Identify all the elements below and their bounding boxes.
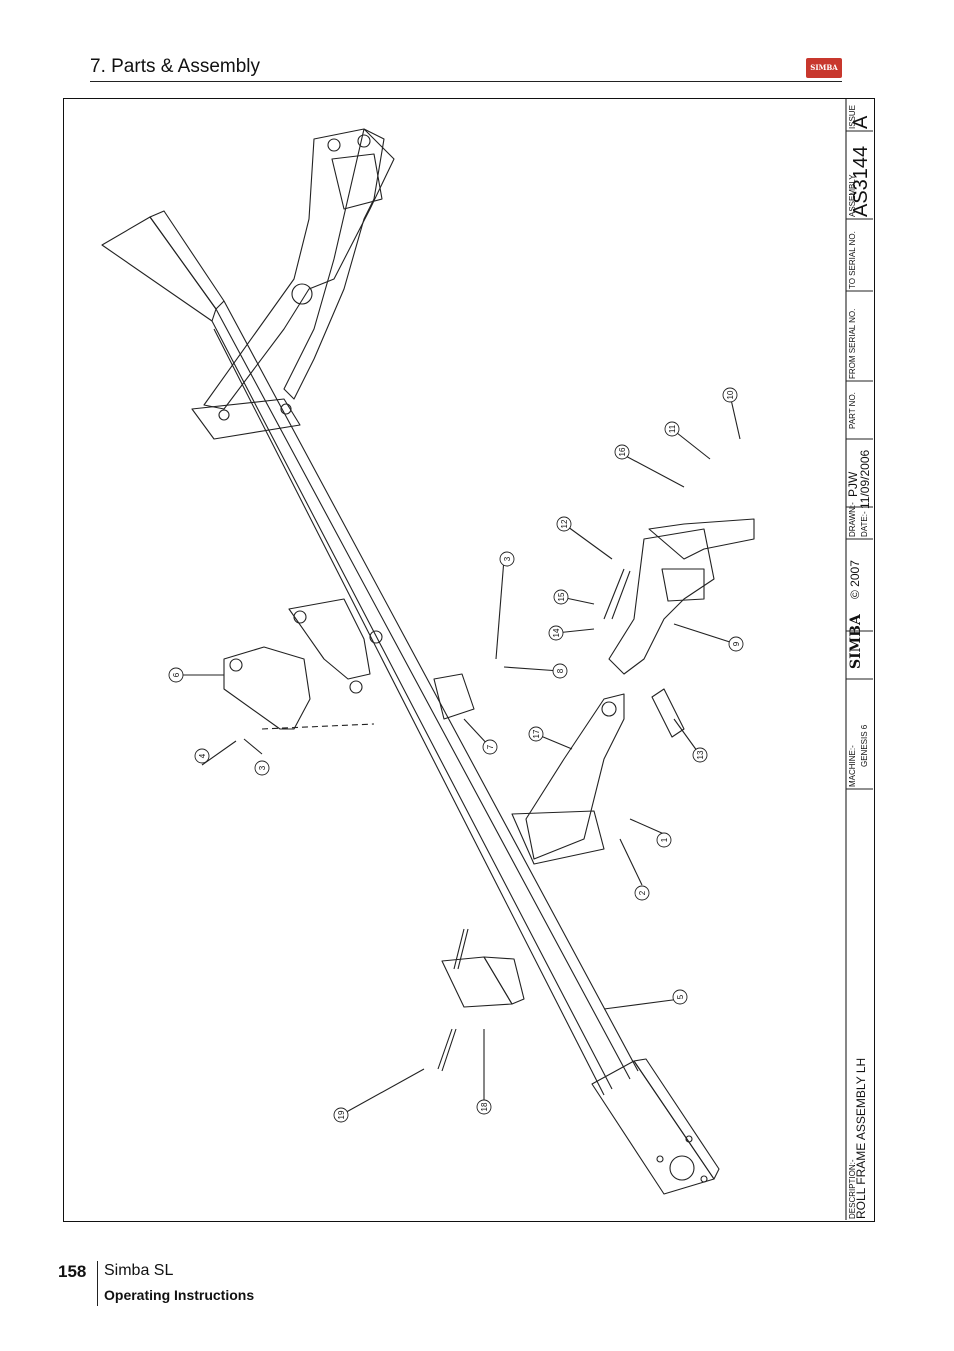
callout-1: 1: [660, 837, 669, 842]
callout-11: 11: [668, 424, 677, 433]
callout-4: 4: [198, 753, 207, 758]
callout-12: 12: [560, 519, 569, 528]
callout-17: 17: [532, 729, 541, 738]
callout-5: 5: [676, 994, 685, 999]
machine-label: MACHINE:-: [848, 745, 857, 787]
callout-3: 3: [503, 556, 512, 561]
model-name: Simba SL: [104, 1262, 174, 1279]
copyright: © 2007: [848, 560, 862, 599]
callout-3: 3: [258, 765, 267, 770]
callout-16: 16: [618, 447, 627, 456]
callout-13: 13: [696, 750, 705, 759]
drawing-frame: 1 2 3 3 4 5 6 7 8 9 10 11 12 13 14 15 16…: [63, 98, 875, 1222]
roll-frame-assembly-drawing: 1 2 3 3 4 5 6 7 8 9 10 11 12 13 14 15 16…: [101, 99, 873, 1220]
section-title: 7. Parts & Assembly: [90, 56, 261, 77]
date-value: 11/09/2006: [858, 449, 872, 509]
callout-2: 2: [638, 890, 647, 895]
callout-14: 14: [552, 628, 561, 637]
date-label: DATE:-: [860, 511, 869, 537]
callout-18: 18: [480, 1102, 489, 1111]
part-no-label: PART NO.: [848, 392, 857, 429]
machine-value: GENESIS 6: [860, 724, 869, 767]
issue-value: A: [850, 115, 872, 129]
from-serial-label: FROM SERIAL NO.: [848, 308, 857, 379]
callout-10: 10: [726, 390, 735, 399]
callout-6: 6: [172, 672, 181, 677]
callout-15: 15: [557, 592, 566, 601]
description-value: ROLL FRAME ASSEMBLY LH: [854, 1057, 868, 1219]
footer-divider: [97, 1261, 98, 1306]
callout-8: 8: [556, 668, 565, 673]
callout-7: 7: [486, 744, 495, 749]
assembly-number: AS3144: [850, 145, 872, 217]
to-serial-label: TO SERIAL NO.: [848, 231, 857, 289]
page-number: 158: [58, 1262, 87, 1281]
simba-logo: SIMBA: [806, 58, 842, 78]
callout-9: 9: [732, 641, 741, 646]
drawn-label: DRAWN:-: [848, 502, 857, 537]
callout-19: 19: [337, 1110, 346, 1119]
manual-subtitle: Operating Instructions: [104, 1287, 255, 1303]
header-divider: [90, 81, 842, 82]
brand-logo: SIMBA: [848, 614, 864, 669]
